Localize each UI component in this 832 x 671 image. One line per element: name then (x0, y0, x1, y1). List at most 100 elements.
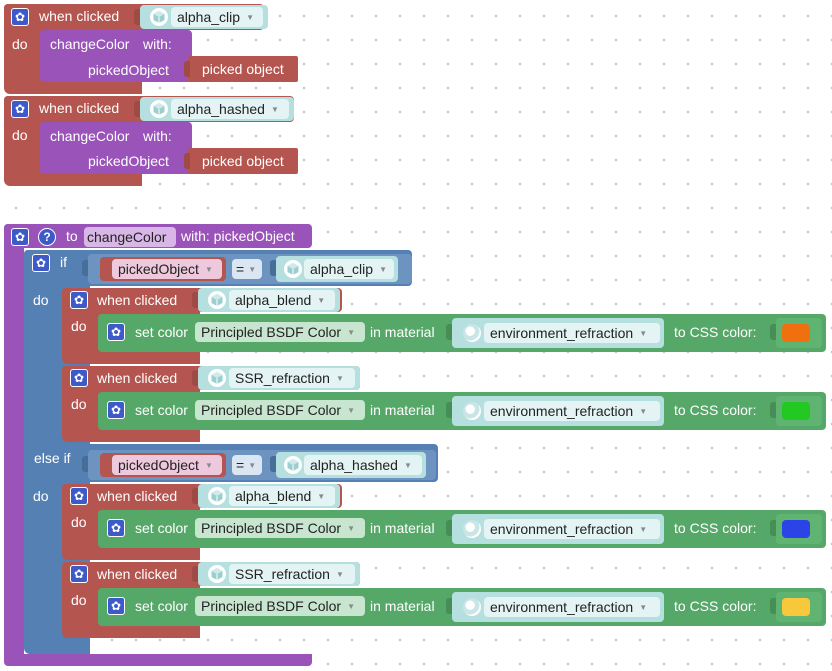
chevron-down-icon: ▼ (347, 601, 355, 611)
chevron-down-icon: ▼ (335, 373, 344, 383)
material-dropdown[interactable]: environment_refraction ▼ (484, 401, 660, 421)
in-material-label: in material (370, 520, 435, 536)
picked-object-value-block[interactable] (188, 148, 298, 174)
material-dropdown[interactable]: environment_refraction▼ (484, 519, 660, 539)
procedure-name: changeColor (87, 229, 167, 245)
call-param-label: pickedObject (88, 153, 169, 169)
variable-dropdown[interactable]: pickedObject ▼ (112, 455, 222, 475)
gear-icon[interactable]: ✿ (107, 519, 125, 537)
gear-icon[interactable]: ✿ (70, 565, 88, 583)
property-dropdown[interactable]: Principled BSDF Color▼ (195, 322, 365, 342)
gear-icon[interactable]: ✿ (32, 254, 50, 272)
do-label: do (71, 514, 87, 530)
object-dropdown[interactable]: alpha_blend▼ (229, 486, 335, 506)
gear-icon[interactable]: ✿ (107, 401, 125, 419)
material-sphere-icon (463, 324, 481, 342)
variable-dropdown-value: pickedObject (118, 457, 199, 473)
chevron-down-icon: ▼ (347, 327, 355, 337)
gear-icon[interactable]: ✿ (70, 369, 88, 387)
material-value: environment_refraction (490, 403, 634, 419)
help-icon[interactable]: ? (38, 228, 56, 246)
gear-icon[interactable]: ✿ (70, 487, 88, 505)
object-dropdown[interactable]: alpha_hashed▼ (171, 99, 289, 119)
object-dropdown[interactable]: alpha_blend ▼ (229, 290, 335, 310)
do-label: do (71, 592, 87, 608)
color-swatch-orange[interactable] (782, 324, 810, 342)
set-color-label: set color (135, 520, 188, 536)
cube-icon (150, 100, 168, 118)
picked-object-value-block[interactable] (188, 56, 298, 82)
when-clicked-label: when clicked (97, 292, 178, 308)
material-dropdown[interactable]: environment_refraction▼ (484, 597, 660, 617)
cube-icon (208, 565, 226, 583)
cube-icon (208, 369, 226, 387)
picked-object-value: picked object (202, 153, 284, 169)
object-dropdown-value: alpha_hashed (310, 457, 398, 473)
gear-icon[interactable]: ✿ (11, 228, 29, 246)
object-dropdown[interactable]: alpha_clip ▼ (171, 7, 263, 27)
property-dropdown[interactable]: Principled BSDF Color ▼ (195, 400, 365, 420)
chevron-down-icon: ▼ (248, 264, 257, 274)
chevron-down-icon: ▼ (639, 328, 648, 338)
call-param-label: pickedObject (88, 62, 169, 78)
object-dropdown[interactable]: alpha_clip▼ (304, 259, 394, 279)
set-color-label: set color (135, 324, 188, 340)
chevron-down-icon: ▼ (335, 569, 344, 579)
gear-icon[interactable]: ✿ (11, 8, 29, 26)
object-dropdown-value: alpha_clip (177, 9, 241, 25)
variable-dropdown-value: pickedObject (118, 261, 199, 277)
when-clicked-label: when clicked (97, 488, 178, 504)
chevron-down-icon: ▼ (204, 460, 213, 470)
property-value: Principled BSDF Color (201, 402, 342, 418)
gear-icon[interactable]: ✿ (70, 291, 88, 309)
property-dropdown[interactable]: Principled BSDF Color▼ (195, 518, 365, 538)
call-changecolor-block[interactable] (40, 122, 192, 174)
gear-icon[interactable]: ✿ (107, 597, 125, 615)
color-swatch-green[interactable] (782, 402, 810, 420)
to-css-color-label: to CSS color: (674, 598, 757, 614)
object-dropdown[interactable]: alpha_hashed▼ (304, 455, 422, 475)
cube-icon (150, 8, 168, 26)
operator-dropdown[interactable]: =▼ (232, 259, 262, 279)
do-label: do (71, 318, 87, 334)
object-dropdown-value: alpha_clip (310, 261, 374, 277)
cube-icon (284, 260, 302, 278)
set-color-label: set color (135, 402, 188, 418)
property-value: Principled BSDF Color (201, 598, 342, 614)
object-dropdown-value: alpha_blend (235, 488, 312, 504)
object-dropdown-value: alpha_blend (235, 292, 312, 308)
if-label: if (60, 254, 67, 270)
chevron-down-icon: ▼ (246, 12, 254, 22)
procedure-name-field[interactable]: changeColor (84, 227, 176, 247)
property-dropdown[interactable]: Principled BSDF Color ▼ (195, 596, 365, 616)
call-changecolor-block[interactable] (40, 30, 192, 82)
picked-object-value: picked object (202, 61, 284, 77)
object-dropdown[interactable]: SSR_refraction ▼ (229, 564, 355, 584)
chevron-down-icon: ▼ (347, 405, 355, 415)
material-dropdown[interactable]: environment_refraction▼ (484, 323, 660, 343)
call-proc-name: changeColor (50, 128, 130, 144)
chevron-down-icon: ▼ (639, 406, 648, 416)
material-sphere-icon (463, 402, 481, 420)
to-css-color-label: to CSS color: (674, 520, 757, 536)
procedure-params-label: with: pickedObject (181, 228, 295, 244)
chevron-down-icon: ▼ (248, 460, 257, 470)
material-value: environment_refraction (490, 599, 634, 615)
color-swatch-yellow[interactable] (782, 598, 810, 616)
object-dropdown[interactable]: SSR_refraction▼ (229, 368, 355, 388)
gear-icon[interactable]: ✿ (107, 323, 125, 341)
call-with-label: with: (143, 36, 172, 52)
variable-dropdown[interactable]: pickedObject▼ (112, 259, 222, 279)
do-label: do (12, 127, 28, 143)
property-value: Principled BSDF Color (201, 520, 342, 536)
call-proc-name: changeColor (50, 36, 130, 52)
do-label: do (33, 488, 49, 504)
operator-dropdown[interactable]: =▼ (232, 455, 262, 475)
set-color-label: set color (135, 598, 188, 614)
color-swatch-blue[interactable] (782, 520, 810, 538)
when-clicked-label: when clicked (97, 566, 178, 582)
object-dropdown-value: SSR_refraction (235, 566, 330, 582)
gear-icon[interactable]: ✿ (11, 100, 29, 118)
procedure-definition-block[interactable] (4, 224, 24, 666)
chevron-down-icon: ▼ (317, 295, 326, 305)
